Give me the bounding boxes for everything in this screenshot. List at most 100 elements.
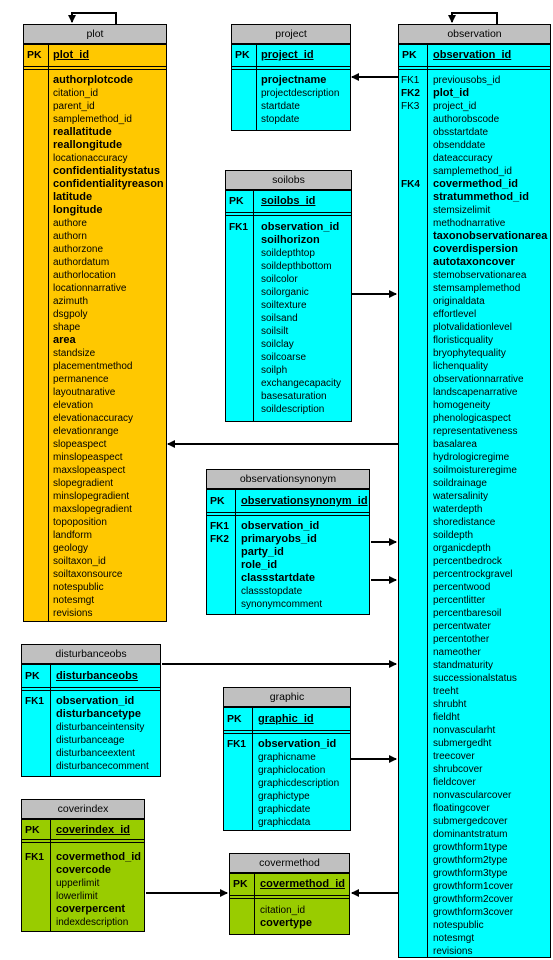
table-field: startdate xyxy=(261,101,300,112)
table-field: shrubht xyxy=(433,699,467,710)
coverindex-table[interactable]: coverindex PK coverindex_id FK1 covermet… xyxy=(21,799,145,932)
table-field: topoposition xyxy=(53,517,107,528)
soilobs-table[interactable]: soilobs PK soilobs_id FK1 observation_id… xyxy=(225,170,352,422)
table-field: watersalinity xyxy=(433,491,489,502)
table-field: representativeness xyxy=(433,426,518,437)
table-field: authorlocation xyxy=(53,270,116,281)
table-field: elevationrange xyxy=(53,426,119,437)
graphic-table[interactable]: graphic PK graphic_id FK1 observation_id… xyxy=(223,687,351,831)
table-field: previousobs_id xyxy=(433,75,501,86)
pk-label: PK xyxy=(25,670,40,682)
table-title: covermethod xyxy=(229,853,350,873)
table-field: locationnarrative xyxy=(53,283,127,294)
table-field: graphictype xyxy=(258,791,310,802)
table-field: soildepthtop xyxy=(261,248,315,259)
table-field: graphiclocation xyxy=(258,765,326,776)
table-field: plot_id xyxy=(433,87,470,99)
table-field: nonvascularcover xyxy=(433,790,512,801)
table-field: disturbanceextent xyxy=(56,748,135,759)
table-field: authorn xyxy=(53,231,87,242)
table-field: disturbancetype xyxy=(56,708,141,720)
observation-table[interactable]: observation PK observation_id FK1 FK2 FK… xyxy=(398,24,551,958)
table-field: citation_id xyxy=(260,905,306,916)
fk1-label: FK1 xyxy=(25,852,44,863)
table-field: notesmgt xyxy=(53,595,95,606)
table-field: stemsizelimit xyxy=(433,205,491,216)
table-field: confidentialitystatus xyxy=(53,165,160,177)
table-field: taxonobservationarea xyxy=(433,230,548,242)
table-field: soiltaxon_id xyxy=(53,556,106,567)
table-field: observationnarrative xyxy=(433,374,524,385)
table-field: lowerlimit xyxy=(56,891,98,902)
table-field: elevation xyxy=(53,400,94,411)
table-field: graphicdate xyxy=(258,804,311,815)
table-field: soilph xyxy=(261,365,288,376)
table-field: reallatitude xyxy=(53,126,112,138)
table-field: soildescription xyxy=(261,404,325,415)
table-field: parent_id xyxy=(53,101,95,112)
table-field: minslopegradient xyxy=(53,491,130,502)
table-field: soilcolor xyxy=(261,274,298,285)
pk-label: PK xyxy=(235,49,250,61)
table-field: authore xyxy=(53,218,87,229)
table-field: successionalstatus xyxy=(433,673,517,684)
table-field: percentbaresoil xyxy=(433,608,502,619)
table-field: soilcoarse xyxy=(261,352,307,363)
table-field: phenologicaspect xyxy=(433,413,511,424)
table-field: landscapenarrative xyxy=(433,387,518,398)
primary-key-field: disturbanceobs xyxy=(56,670,138,682)
table-field: percentother xyxy=(433,634,490,645)
table-field: graphicname xyxy=(258,752,316,763)
table-field: classstopdate xyxy=(241,586,303,597)
table-field: shrubcover xyxy=(433,764,483,775)
table-field: primaryobs_id xyxy=(241,533,317,545)
covermethod-table[interactable]: covermethod PK covermethod_id citation_i… xyxy=(229,853,350,935)
table-field: authordatum xyxy=(53,257,110,268)
table-field: fieldcover xyxy=(433,777,476,788)
table-field: basalarea xyxy=(433,439,477,450)
table-field: organicdepth xyxy=(433,543,491,554)
table-title: disturbanceobs xyxy=(21,644,161,664)
pk-label: PK xyxy=(227,713,242,725)
plot-self-reference-line xyxy=(68,12,117,24)
fk3-label: FK3 xyxy=(401,101,420,112)
table-field: latitude xyxy=(53,191,93,203)
observationsynonym-table[interactable]: observationsynonym PK observationsynonym… xyxy=(206,469,370,615)
table-field: layoutnarative xyxy=(53,387,116,398)
table-field: party_id xyxy=(241,546,284,558)
table-field: elevationaccuracy xyxy=(53,413,134,424)
table-field: azimuth xyxy=(53,296,89,307)
table-field: project_id xyxy=(433,101,477,112)
table-field: growthform1type xyxy=(433,842,508,853)
table-field: slopeaspect xyxy=(53,439,107,450)
table-field: basesaturation xyxy=(261,391,327,402)
table-field: covercode xyxy=(56,864,112,876)
fk1-label: FK1 xyxy=(25,696,44,707)
table-field: soilhorizon xyxy=(261,234,320,246)
table-title: plot xyxy=(23,24,167,44)
table-field: covermethod_id xyxy=(433,178,518,190)
primary-key-field: covermethod_id xyxy=(260,878,345,890)
table-field: bryophytequality xyxy=(433,348,506,359)
table-field: projectname xyxy=(261,74,327,86)
table-title: project xyxy=(231,24,351,44)
table-field: confidentialityreason xyxy=(53,178,164,190)
pk-label: PK xyxy=(25,824,40,836)
table-field: indexdescription xyxy=(56,917,129,928)
table-field: homogeneity xyxy=(433,400,491,411)
table-field: growthform2type xyxy=(433,855,508,866)
table-field: graphicdescription xyxy=(258,778,340,789)
table-field: dateaccuracy xyxy=(433,153,493,164)
table-field: geology xyxy=(53,543,89,554)
table-field: disturbanceintensity xyxy=(56,722,145,733)
table-field: treecover xyxy=(433,751,475,762)
disturbanceobs-table[interactable]: disturbanceobs PK disturbanceobs FK1 obs… xyxy=(21,644,161,777)
table-field: standmaturity xyxy=(433,660,494,671)
table-field: disturbanceage xyxy=(56,735,125,746)
table-title: soilobs xyxy=(225,170,352,190)
table-field: projectdescription xyxy=(261,88,340,99)
table-field: soildepth xyxy=(433,530,474,541)
